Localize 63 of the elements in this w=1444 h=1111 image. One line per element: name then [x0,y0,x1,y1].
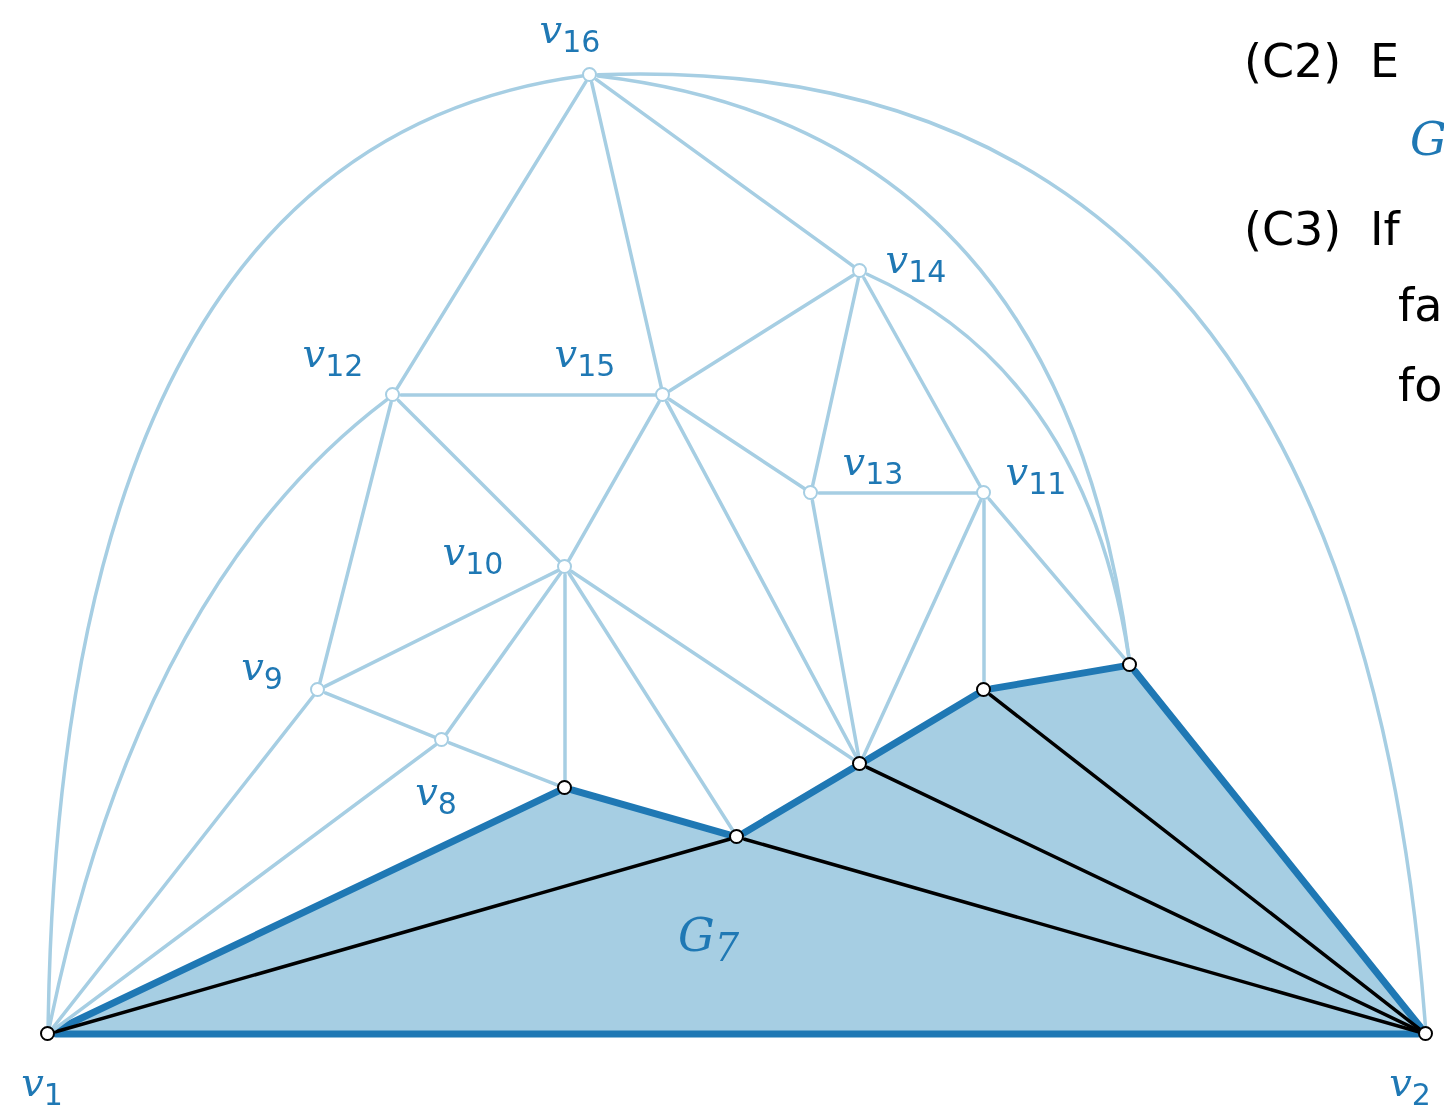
graph-edge [323,691,437,739]
vertex-circle [1418,1026,1433,1041]
graph-edge [447,741,560,787]
graph-edge [396,398,562,564]
graph-edge [567,572,735,832]
graph-edge [810,499,861,758]
graph-edge [865,765,1421,1033]
graph-edge [861,498,983,759]
graph-edge [865,272,1131,659]
vertex-label: v$_{13}$ [842,441,904,489]
graph-edge [668,273,855,393]
vertex-circle [803,485,818,500]
graph-edge [988,693,1422,1031]
graph-edge [318,401,393,684]
graph-edge [810,277,861,487]
vertex-circle [434,732,449,747]
graph-edge [667,397,807,491]
vertex-circle [655,387,670,402]
condition-text: G$_{7}$ [678,912,740,968]
graph-edge [47,398,389,1028]
graph-edge [52,743,438,1031]
graph-edge [399,393,657,397]
vertex-circle [310,682,325,697]
graph-edge [817,491,978,495]
graph-edge [988,662,1126,693]
vertex-label: v$_{16}$ [539,9,601,57]
graph-edge [596,74,1131,659]
vertex-label: v$_{12}$ [302,333,364,381]
graph-edge [594,77,856,269]
vertex-circle [976,485,991,500]
graph-edge [395,80,588,390]
graph-edge [863,690,981,764]
graph-edge [740,764,857,837]
graph-edge [53,837,732,1034]
graph-edge [569,786,733,839]
graph-edge [569,569,856,762]
condition-text: (C3) If [1244,206,1400,252]
graph-edge [862,276,982,488]
vertex-circle [40,1026,55,1041]
vertex-label: v$_{9}$ [241,646,283,694]
condition-text: fo [1398,362,1443,408]
graph-edge [982,499,986,684]
vertex-label: v$_{14}$ [885,239,947,287]
graph-edge [323,568,560,689]
graph-edge [563,573,567,782]
graph-edge [987,497,1127,661]
vertex-label: v$_{15}$ [554,333,616,381]
vertex-label: v$_{2}$ [1389,1062,1431,1110]
graph-edge [46,74,584,1028]
graph-edge [567,400,661,562]
graph-edge [444,571,563,736]
graph-edge [51,694,315,1030]
vertex-label: v$_{1}$ [21,1062,63,1110]
vertex-circle [582,67,597,82]
vertex-label: v$_{8}$ [415,771,457,819]
graph-edge [596,72,1428,1028]
condition-text: (C2) E [1244,38,1399,84]
condition-text: fa [1398,282,1443,328]
vertex-label: v$_{10}$ [442,531,504,579]
vertex-label: v$_{11}$ [1005,451,1067,499]
graph-edge [742,837,1421,1034]
graph-edge [590,81,663,389]
graph-edge [665,400,858,759]
